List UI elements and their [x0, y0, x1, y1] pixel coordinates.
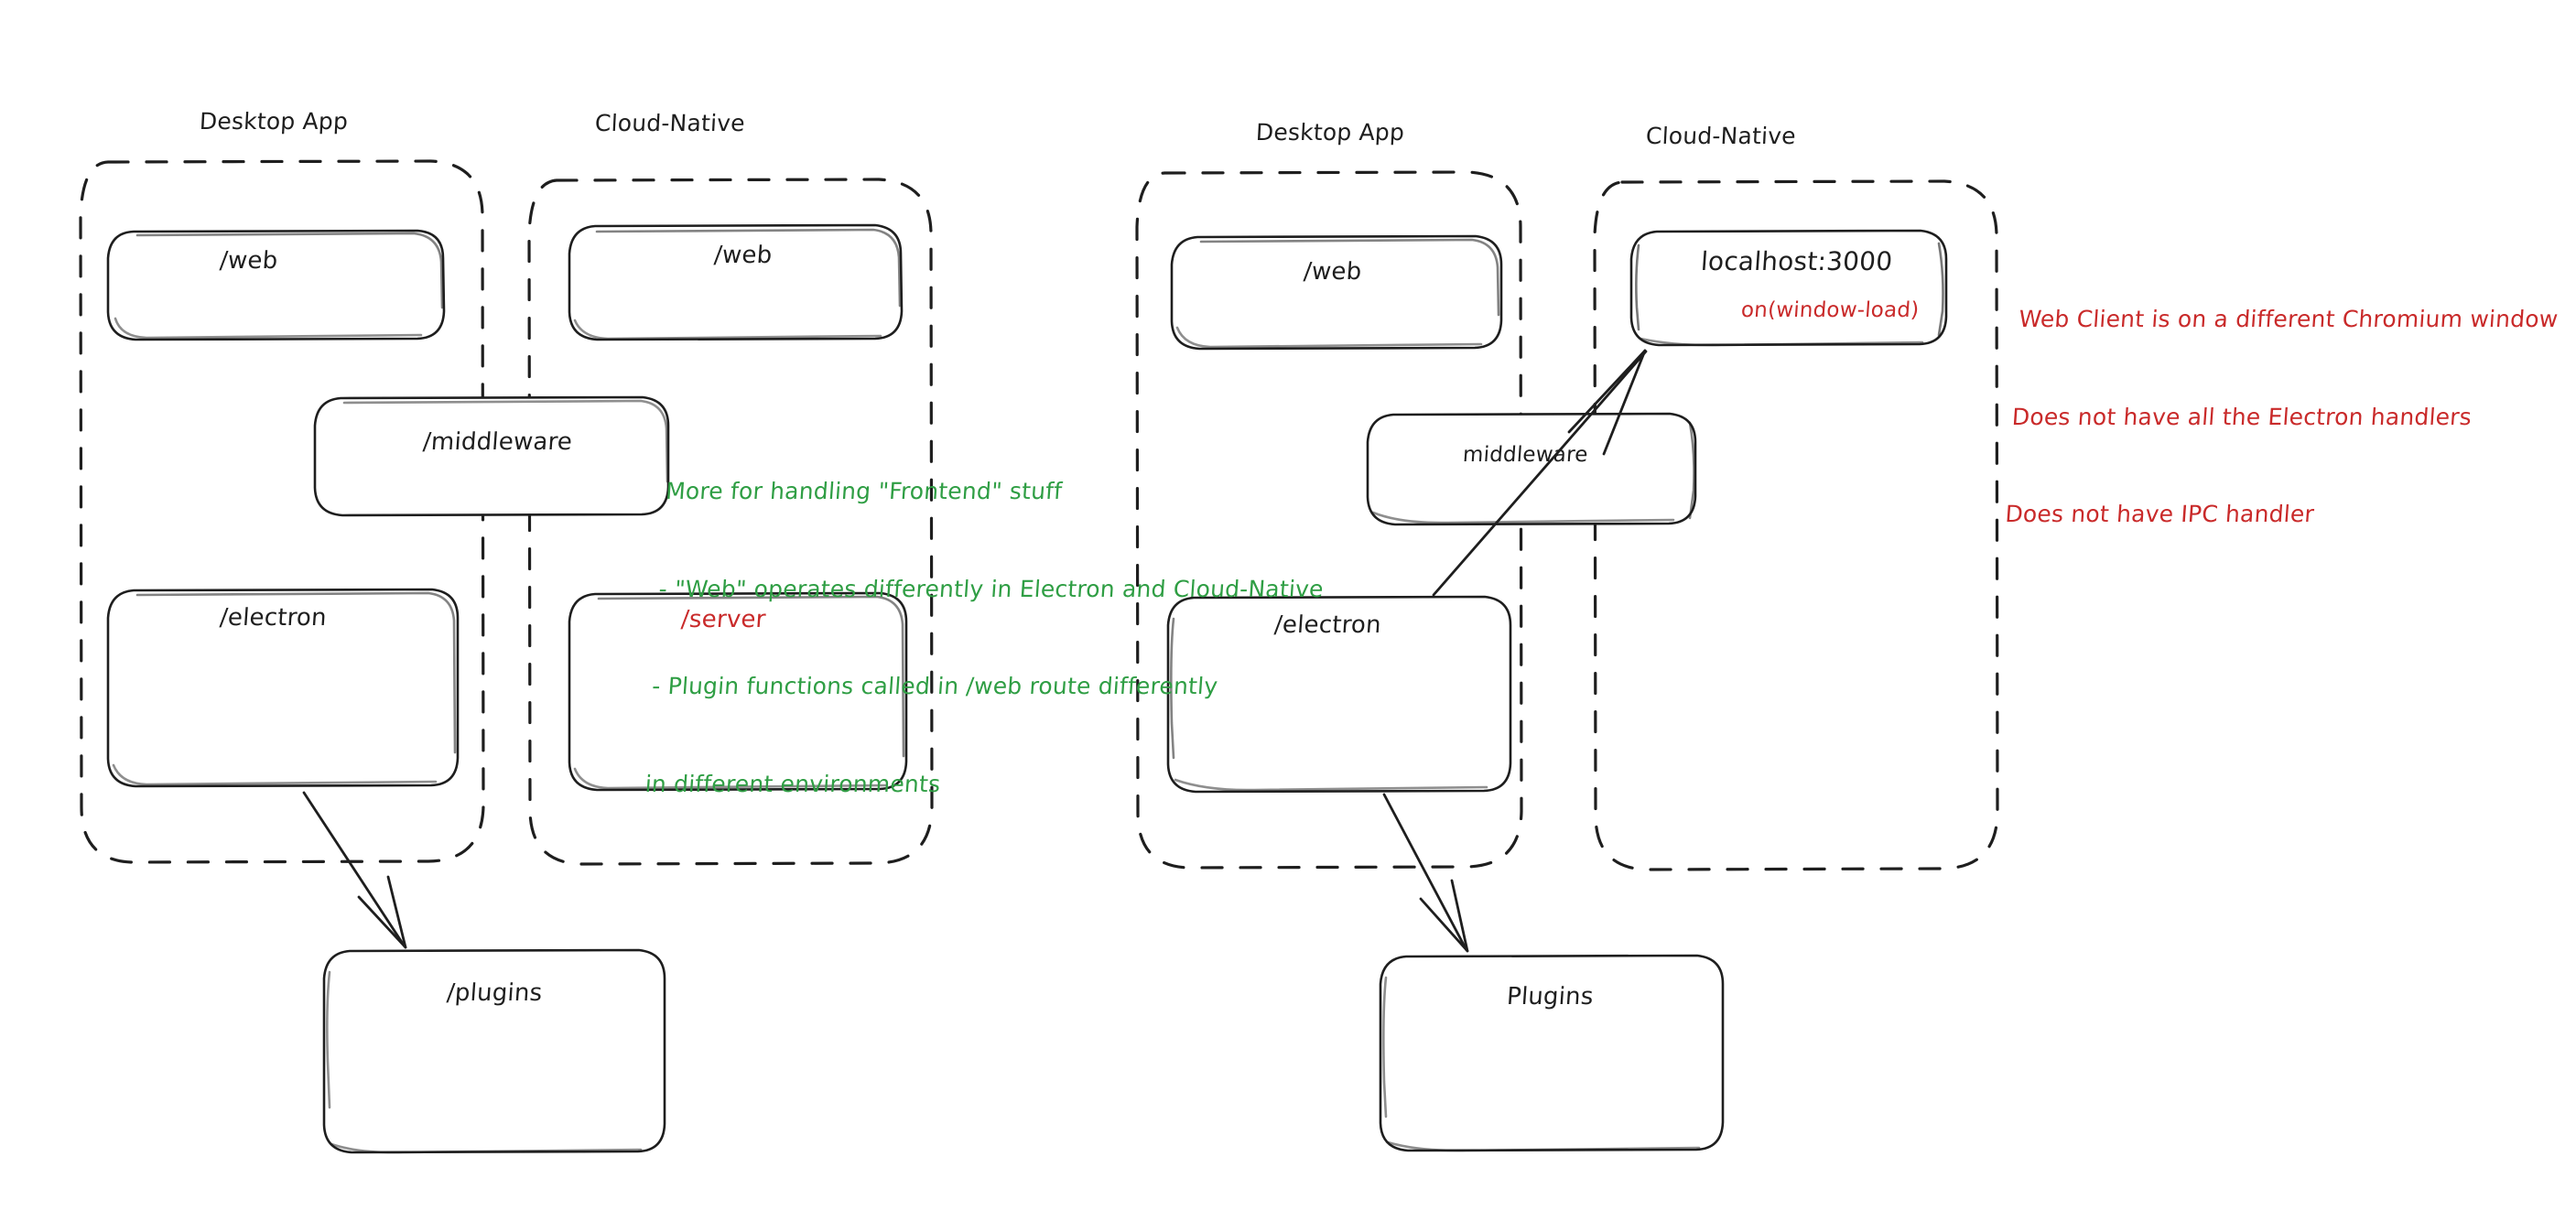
- node-label-l-web-desktop: /web: [218, 247, 279, 275]
- node-sublabel-r-localhost-on-window-load: on(window-load): [1740, 298, 1921, 322]
- group-title-left-cloud: Cloud-Native: [594, 110, 746, 136]
- annotation-green-line-2: - "Web" operates differently in Electron…: [657, 575, 1325, 602]
- node-label-l-electron: /electron: [218, 604, 328, 632]
- node-label-r-localhost: localhost:3000: [1699, 246, 1894, 276]
- annotation-green-line-4: in different environments: [644, 770, 942, 797]
- group-border-left-desktop: [79, 159, 485, 864]
- node-label-r-middleware: middleware: [1462, 443, 1589, 467]
- arrow-r-electron-to-plugins: [1382, 793, 1469, 953]
- node-label-r-plugins: Plugins: [1505, 983, 1595, 1010]
- annotation-red-note: Web Client is on a different Chromium wi…: [1999, 238, 2563, 596]
- node-label-l-plugins: /plugins: [445, 979, 544, 1007]
- arrow-r-electron-to-localhost: [1432, 349, 1648, 597]
- node-label-l-middleware: /middleware: [421, 428, 574, 456]
- group-title-right-cloud: Cloud-Native: [1645, 123, 1797, 149]
- group-title-right-desktop: Desktop App: [1255, 119, 1405, 146]
- node-box-r-middleware: [1366, 412, 1697, 526]
- arrow-l-electron-to-plugins: [302, 791, 407, 949]
- annotation-green-line-1: More for handling "Frontend" stuff: [665, 478, 1064, 504]
- group-border-right-cloud: [1593, 179, 1999, 871]
- node-box-r-web-desktop: [1170, 234, 1503, 351]
- annotation-green-note: More for handling "Frontend" stuff - "We…: [640, 410, 1337, 865]
- annotation-red-line-1: Web Client is on a different Chromium wi…: [2018, 306, 2560, 332]
- annotation-red-line-3: Does not have IPC handler: [2004, 501, 2316, 527]
- annotation-red-line-2: Does not have all the Electron handlers: [2011, 403, 2473, 430]
- group-title-left-desktop: Desktop App: [199, 108, 349, 135]
- annotation-green-line-3: - Plugin functions called in /web route …: [651, 673, 1219, 699]
- node-label-r-web-desktop: /web: [1302, 258, 1363, 286]
- node-label-l-web-cloud: /web: [712, 242, 774, 269]
